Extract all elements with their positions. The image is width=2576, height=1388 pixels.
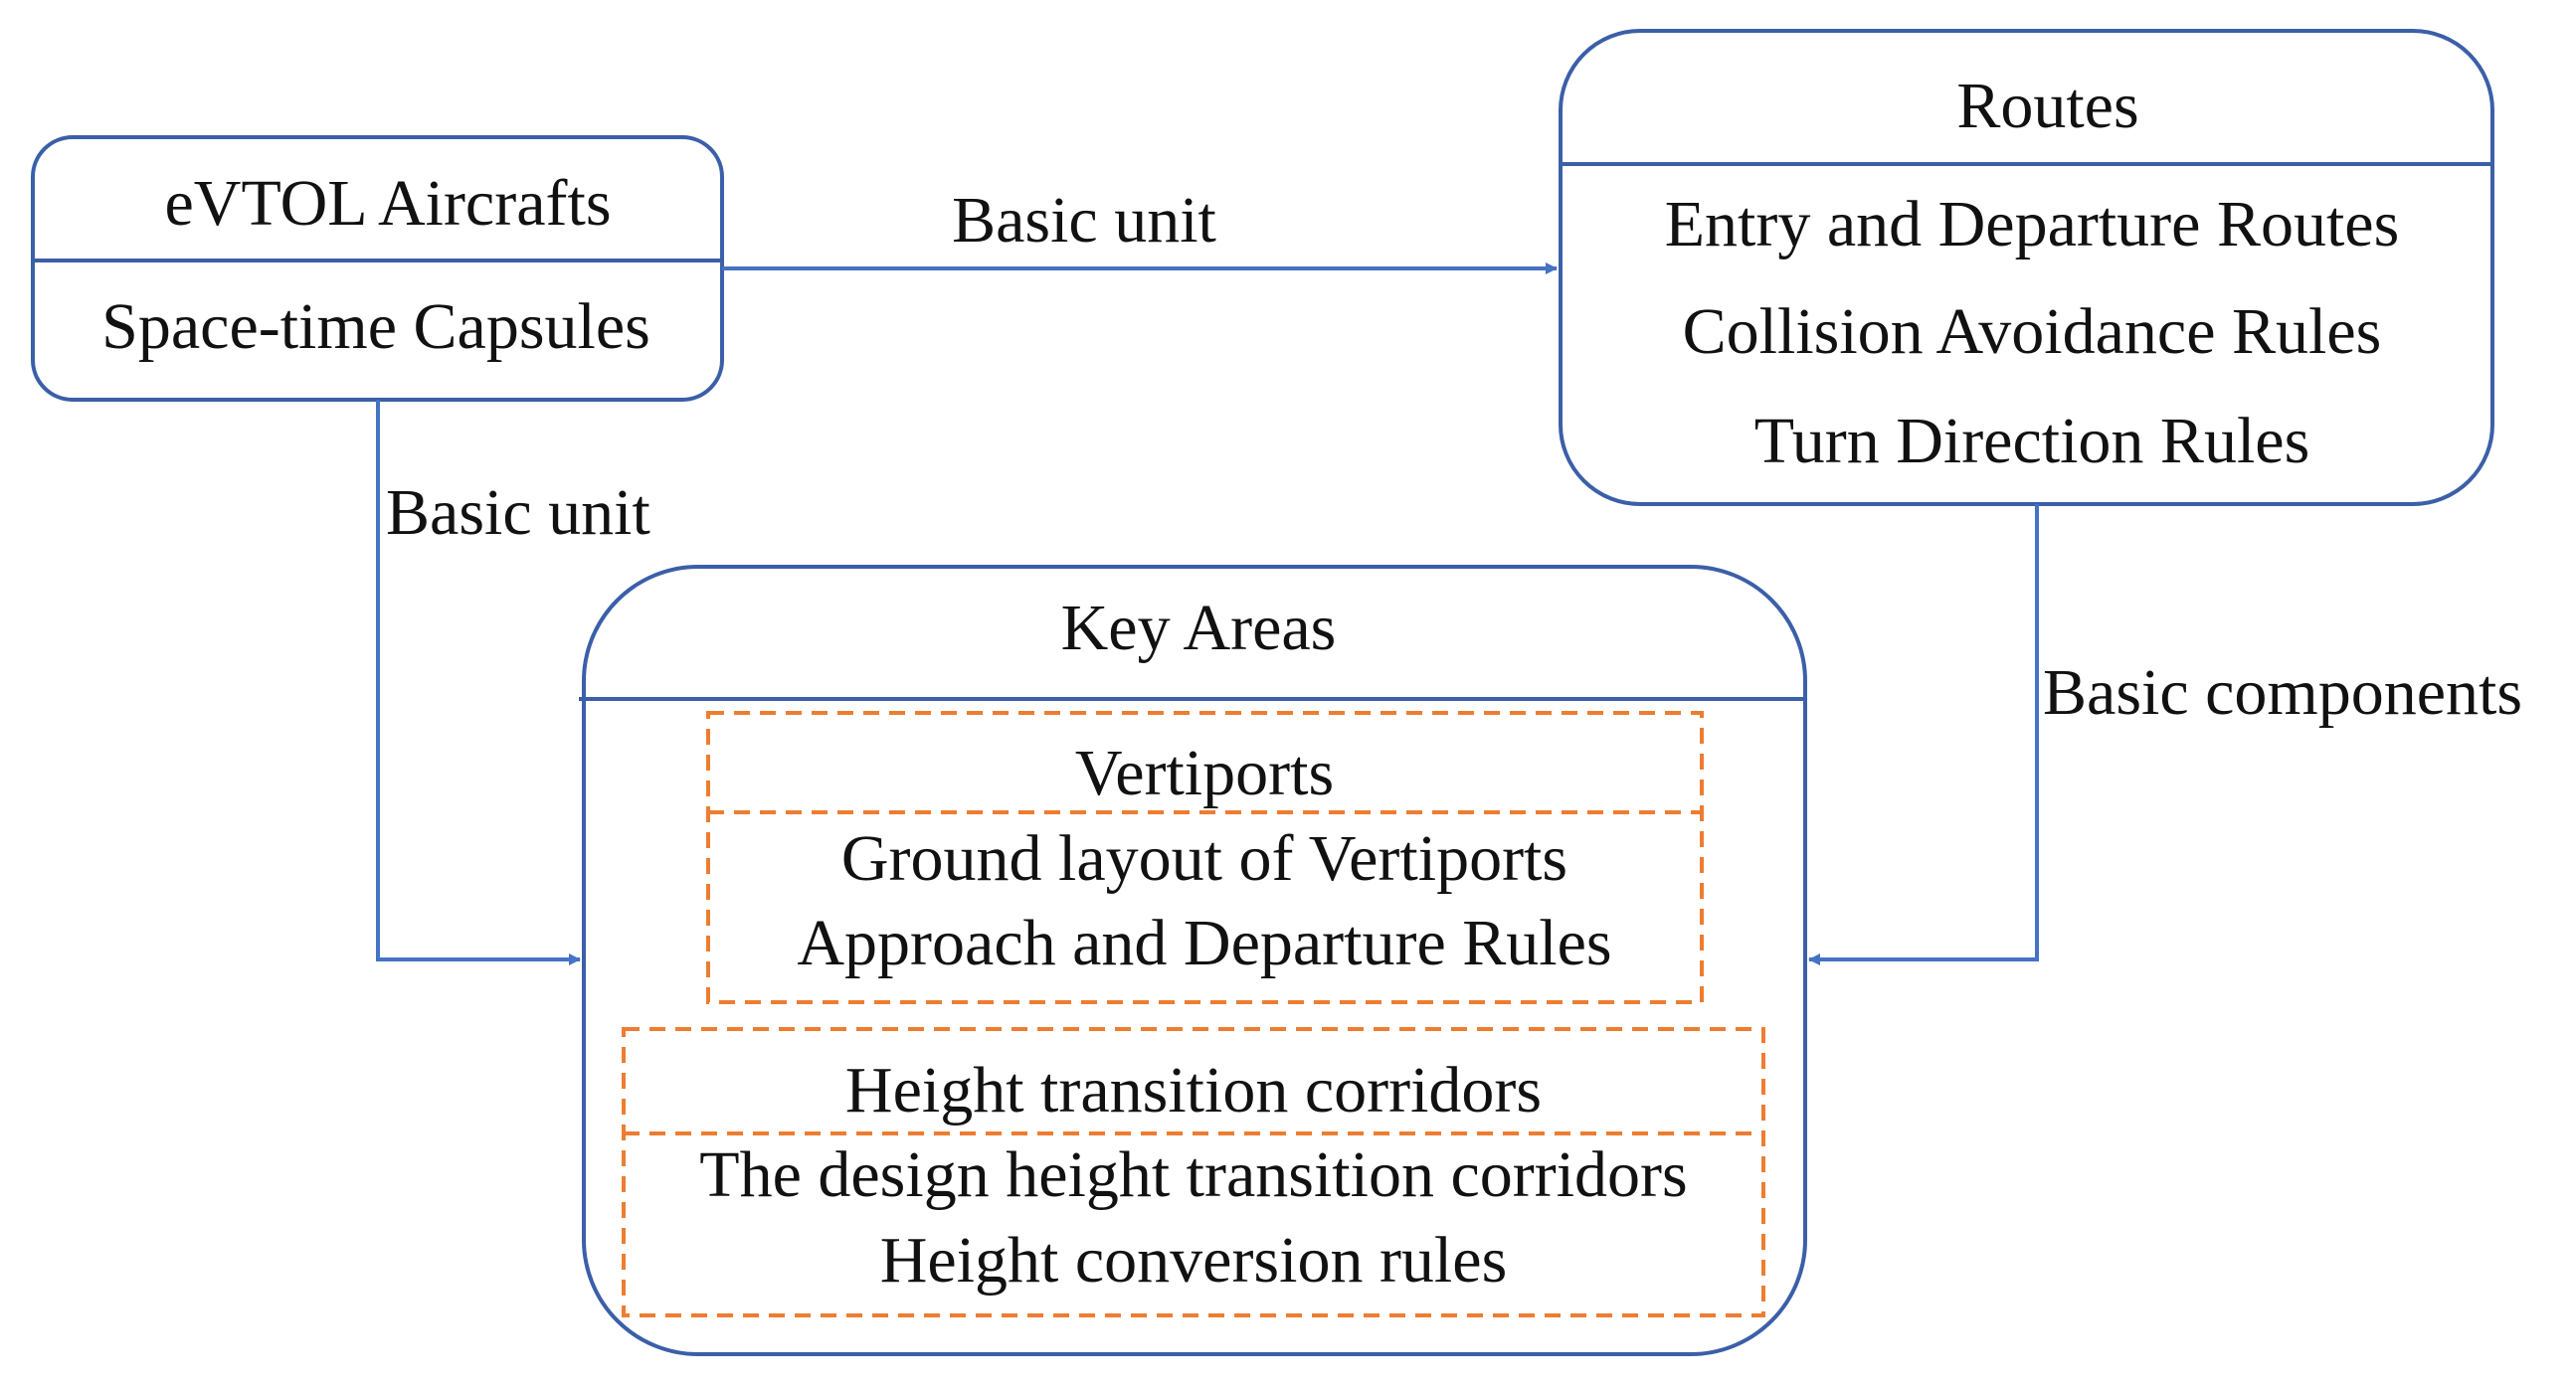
edge-label-routes-to-key-areas: Basic components [2043, 656, 2522, 729]
edge-label-evtol-to-routes: Basic unit [952, 184, 1216, 257]
edge-routes-to-key-areas: Basic components [1808, 504, 2522, 965]
evtol-item-space-time-capsules: Space-time Capsules [101, 290, 650, 363]
arrow-routes-to-key-areas [1808, 504, 2039, 965]
routes-node: Routes Entry and Departure Routes Collis… [1559, 29, 2494, 506]
edge-evtol-to-routes: Basic unit [722, 184, 1558, 274]
routes-item-turn-direction: Turn Direction Rules [1754, 405, 2310, 477]
routes-box [1559, 29, 2494, 506]
key-areas-box [582, 565, 1807, 1356]
edge-evtol-to-key-areas: Basic unit [376, 400, 650, 965]
height-corridors-dashed-box [622, 1027, 1765, 1317]
vertiports-dashed-box [706, 711, 1704, 1004]
edge-label-evtol-to-key-areas: Basic unit [386, 476, 650, 549]
key-areas-node: Key Areas Vertiports Ground layout of Ve… [579, 565, 1807, 1356]
routes-item-entry-departure: Entry and Departure Routes [1665, 188, 2400, 260]
routes-item-collision-avoidance: Collision Avoidance Rules [1683, 295, 2382, 368]
arrow-evtol-to-key-areas [376, 400, 581, 965]
vertiports-item-approach-departure: Approach and Departure Rules [797, 907, 1611, 979]
evtol-title: eVTOL Aircrafts [164, 167, 611, 240]
vertiports-group: Vertiports Ground layout of Vertiports A… [706, 711, 1704, 1004]
height-corridors-item-design: The design height transition corridors [699, 1138, 1687, 1211]
evtol-aircrafts-node: eVTOL Aircrafts Space-time Capsules [31, 135, 724, 402]
key-areas-title: Key Areas [1061, 592, 1337, 664]
vertiports-title: Vertiports [1075, 737, 1334, 809]
height-corridors-item-conversion-rules: Height conversion rules [880, 1224, 1508, 1297]
routes-title: Routes [1956, 70, 2138, 142]
vertiports-item-ground-layout: Ground layout of Vertiports [841, 822, 1567, 895]
height-corridors-title: Height transition corridors [845, 1054, 1542, 1127]
height-corridors-group: Height transition corridors The design h… [622, 1027, 1765, 1317]
